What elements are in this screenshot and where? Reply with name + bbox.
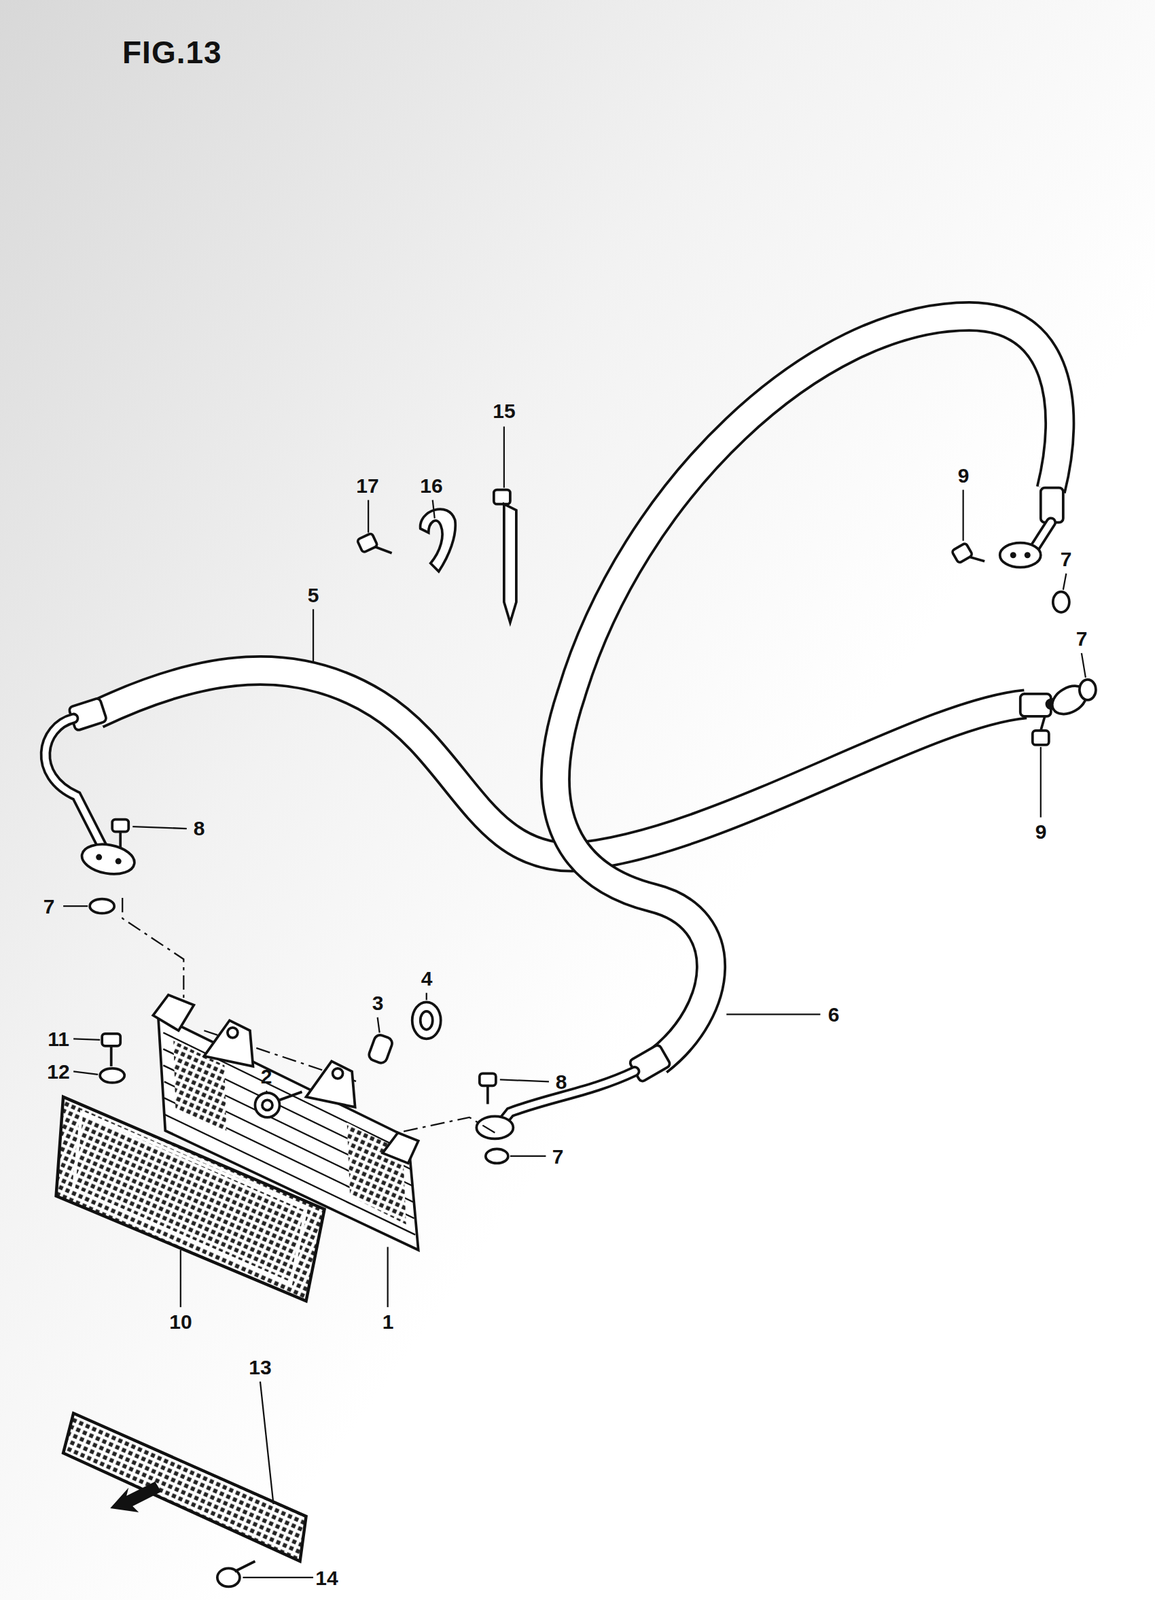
callout-number: 4 <box>421 968 433 989</box>
callout-number: 11 <box>47 1028 70 1050</box>
figure-title: FIG.13 <box>122 36 223 68</box>
callout-number: 2 <box>260 1065 273 1087</box>
callout-number: 14 <box>315 1567 338 1588</box>
callout-number: 7 <box>1060 548 1073 570</box>
callout-number: 10 <box>169 1311 192 1332</box>
callout-number: 15 <box>492 400 515 422</box>
callout-number: 9 <box>957 465 970 486</box>
callout-number: 8 <box>555 1071 568 1092</box>
callout-number: 13 <box>248 1356 272 1378</box>
callout-number: 9 <box>1035 821 1047 842</box>
callout-number: 6 <box>828 1004 840 1025</box>
callout-number: 7 <box>1076 628 1088 649</box>
callout-number: 17 <box>356 475 379 496</box>
callout-number: 5 <box>307 584 320 606</box>
callout-number: 12 <box>46 1061 70 1082</box>
callout-number: 16 <box>419 475 443 496</box>
callout-number: 7 <box>552 1146 564 1167</box>
callout-number: 3 <box>372 992 384 1014</box>
callout-number: 8 <box>193 818 206 839</box>
callout-number: 1 <box>382 1311 395 1332</box>
callout-number: 7 <box>43 896 56 917</box>
